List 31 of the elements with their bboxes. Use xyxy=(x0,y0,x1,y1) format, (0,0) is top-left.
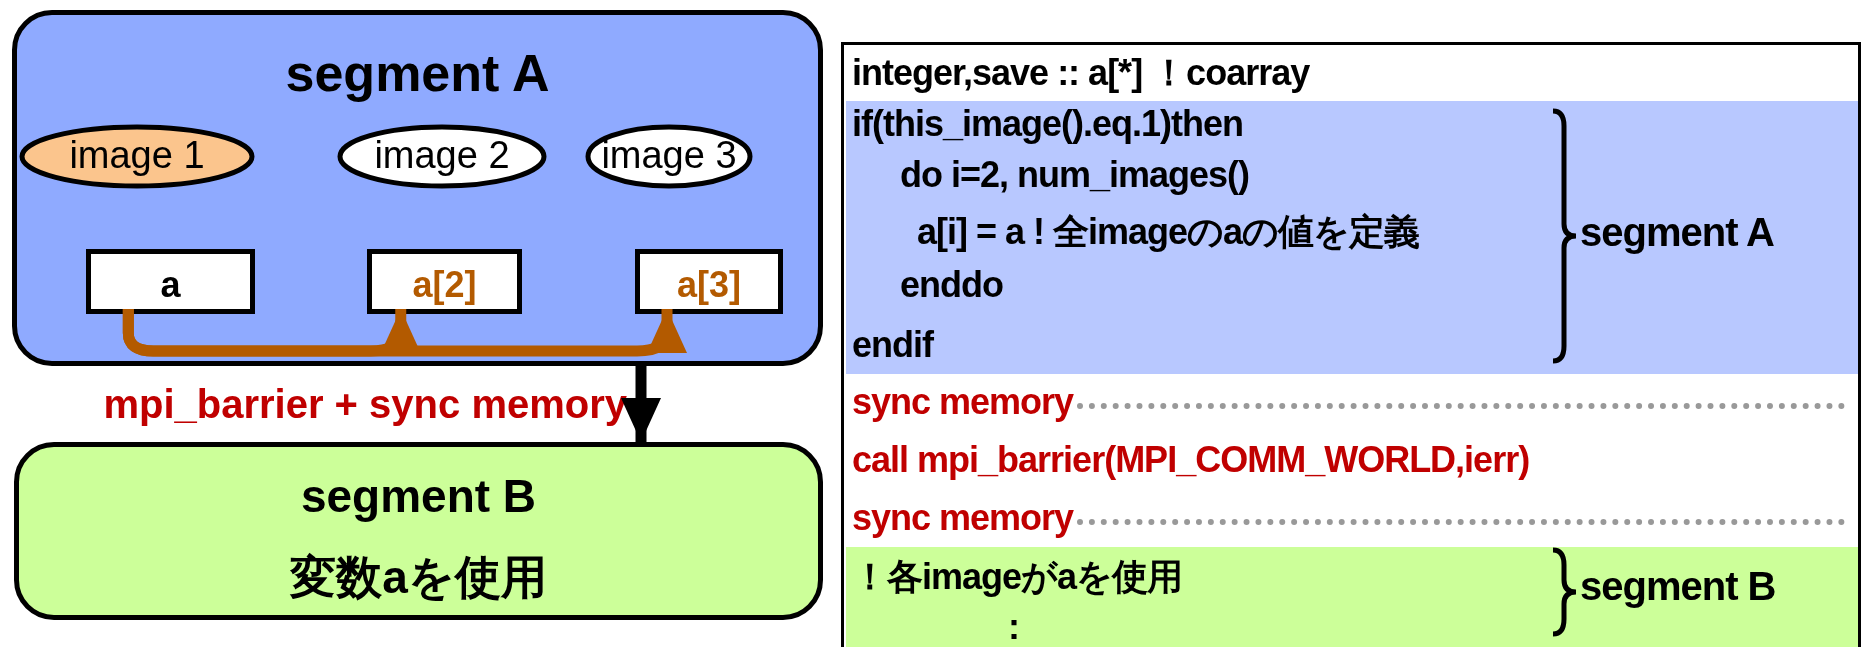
segment-label: segment B xyxy=(1580,566,1776,606)
code-line: endif xyxy=(852,325,933,365)
node-label: a xyxy=(159,264,182,306)
image-ellipse xyxy=(585,124,753,189)
segment-box xyxy=(14,442,823,620)
node-label: a[2] xyxy=(411,264,478,306)
segment-box xyxy=(12,10,823,366)
node-label: segment B xyxy=(299,469,538,523)
code-line: sync memory xyxy=(852,498,1074,538)
node-label: a[3] xyxy=(676,264,742,306)
variable-box xyxy=(635,249,783,314)
image-ellipse xyxy=(19,124,255,189)
node-note: 変数aを使用 xyxy=(289,550,548,605)
variable-box xyxy=(86,249,255,314)
code-line: : xyxy=(1008,607,1019,647)
image-ellipse xyxy=(337,124,547,189)
code-line: do i=2, num_images() xyxy=(900,155,1250,195)
code-line: call mpi_barrier(MPI_COMM_WORLD,ierr) xyxy=(852,440,1530,480)
node-label: image 3 xyxy=(600,134,738,177)
code-line: a[i] = a ! 全imageのaの値を定義 xyxy=(917,212,1420,252)
code-line: integer,save :: a[*] ！coarray xyxy=(852,53,1310,93)
node-label: image 1 xyxy=(68,134,206,177)
variable-box xyxy=(367,249,522,314)
node-label: image 2 xyxy=(373,134,511,177)
node-label: segment A xyxy=(284,43,551,103)
code-line: ！各imageがaを使用 xyxy=(852,557,1183,597)
code-line: enddo xyxy=(900,265,1003,305)
arrow xyxy=(621,366,661,442)
segment-label: segment A xyxy=(1580,212,1774,252)
code-line: sync memory xyxy=(852,382,1074,422)
code-line: if(this_image().eq.1)then xyxy=(852,104,1244,144)
